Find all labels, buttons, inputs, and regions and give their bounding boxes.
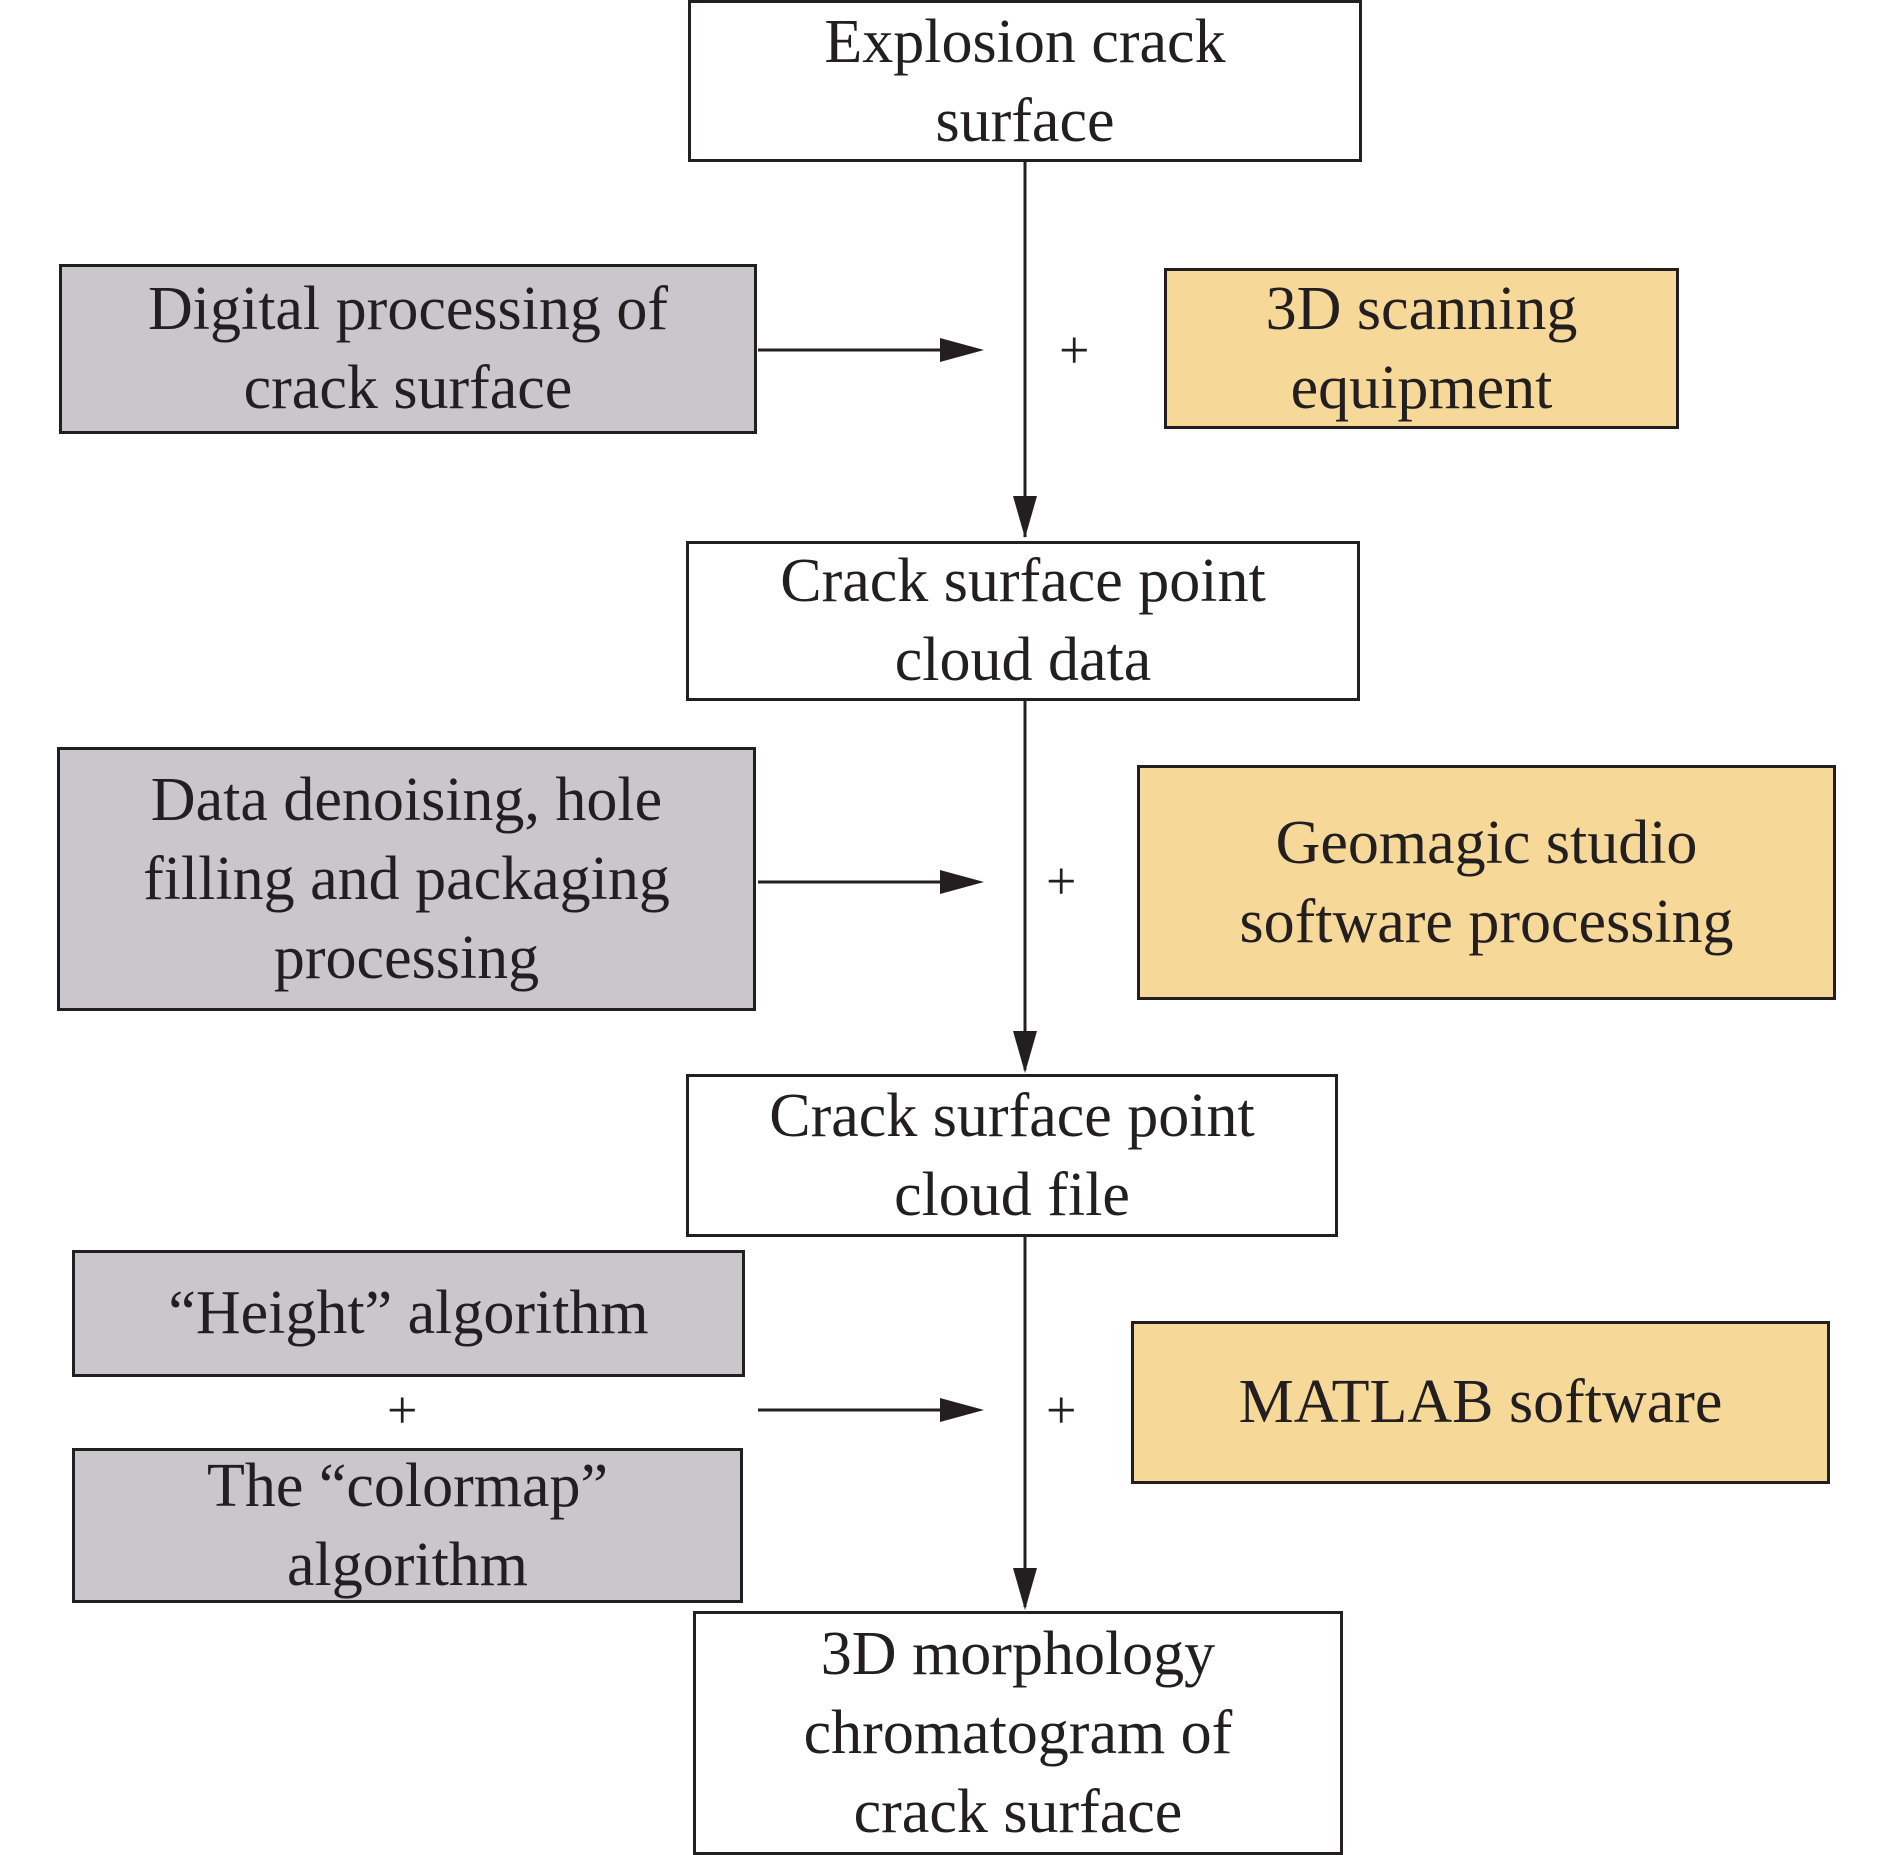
point-cloud-data-box: Crack surface point cloud data xyxy=(686,541,1360,701)
plus-sign-scanning: + xyxy=(1059,320,1090,380)
arrowhead-explosion-to-data xyxy=(1013,496,1037,538)
arrowhead-algorithms-to-flow xyxy=(940,1398,984,1422)
scanning-equipment-box: 3D scanning equipment xyxy=(1164,268,1679,429)
digital-processing-box: Digital processing of crack surface xyxy=(59,264,757,434)
algorithm-plus-sign: + xyxy=(387,1380,418,1440)
plus-sign-matlab: + xyxy=(1046,1380,1077,1440)
height-algorithm-box: “Height” algorithm xyxy=(72,1250,745,1377)
chromatogram-box: 3D morphology chromatogram of crack surf… xyxy=(693,1611,1343,1855)
point-cloud-file-box: Crack surface point cloud file xyxy=(686,1074,1338,1237)
point-cloud-file-label: Crack surface point cloud file xyxy=(769,1081,1255,1229)
arrowhead-data-to-file xyxy=(1013,1031,1037,1073)
denoising-box: Data denoising, hole filling and packagi… xyxy=(57,747,756,1011)
arrowhead-denoising-to-flow xyxy=(940,870,984,894)
geomagic-software-label: Geomagic studio software processing xyxy=(1239,808,1734,956)
matlab-software-label: MATLAB software xyxy=(1238,1368,1723,1436)
point-cloud-data-label: Crack surface point cloud data xyxy=(780,547,1266,694)
geomagic-software-box: Geomagic studio software processing xyxy=(1137,765,1836,1000)
matlab-software-box: MATLAB software xyxy=(1131,1321,1830,1484)
arrowhead-file-to-chromatogram xyxy=(1013,1568,1037,1610)
colormap-algorithm-label: The “colormap” algorithm xyxy=(206,1451,609,1599)
scanning-equipment-label: 3D scanning equipment xyxy=(1265,274,1578,422)
digital-processing-label: Digital processing of crack surface xyxy=(147,275,668,422)
explosion-crack-surface-box: Explosion crack surface xyxy=(688,0,1362,162)
denoising-label: Data denoising, hole filling and packagi… xyxy=(143,765,670,992)
plus-sign-geomagic: + xyxy=(1046,851,1077,911)
explosion-crack-surface-label: Explosion crack surface xyxy=(824,8,1226,155)
colormap-algorithm-box: The “colormap” algorithm xyxy=(72,1448,743,1603)
chromatogram-label: 3D morphology chromatogram of crack surf… xyxy=(803,1619,1233,1846)
height-algorithm-label: “Height” algorithm xyxy=(168,1279,649,1347)
arrowhead-digital-to-flow xyxy=(940,338,984,362)
